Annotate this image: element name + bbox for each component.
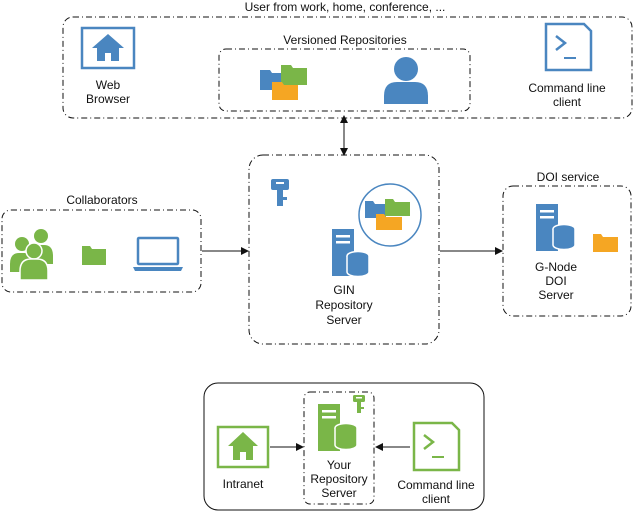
your-server-label-line2: Repository — [310, 472, 367, 486]
your-server-label-line1: Your — [327, 458, 351, 472]
folder-stack-icon — [260, 65, 307, 100]
intranet-label: Intranet — [223, 477, 264, 491]
local-command-line-label-line1: Command line — [397, 478, 475, 492]
doi-service-title: DOI service — [537, 170, 600, 184]
doi-server-label-line2: DOI — [545, 274, 566, 288]
intranet-home-icon — [216, 425, 270, 469]
gin-server-label-line2: Repository — [315, 298, 372, 312]
your-server-database-icon — [318, 404, 358, 451]
collaborators-group: Collaborators — [1, 193, 202, 293]
doi-server-database-icon — [536, 204, 576, 251]
versioned-repositories-box — [218, 48, 471, 112]
gin-server-label-line3: Server — [326, 313, 361, 327]
your-server-box — [303, 391, 375, 505]
gin-server-label-line1: GIN — [333, 283, 354, 297]
key-icon — [271, 179, 289, 206]
doi-server-label-line1: G-Node — [535, 260, 577, 274]
user-avatar-icon — [384, 57, 428, 104]
doi-service-group: DOI service G-Node DOI Server — [502, 170, 632, 317]
doi-server-label-line3: Server — [538, 288, 573, 302]
command-line-label-line2: client — [553, 95, 582, 109]
local-deployment-box — [203, 382, 485, 511]
local-deployment-group: Intranet Your Repository Server Command … — [203, 382, 485, 511]
user-locations-group: User from work, home, conference, ... We… — [62, 0, 633, 119]
your-server-label-line3: Server — [321, 486, 356, 500]
gin-server-box — [248, 154, 440, 345]
local-command-line-label-line2: client — [422, 492, 451, 506]
web-browser-label-line2: Browser — [86, 92, 130, 106]
folder-stack-small-icon — [365, 199, 410, 230]
versioned-repositories-title: Versioned Repositories — [283, 33, 406, 47]
terminal-icon — [544, 22, 593, 72]
user-locations-title: User from work, home, conference, ... — [245, 0, 446, 14]
command-line-label-line1: Command line — [528, 81, 606, 95]
doi-service-box — [502, 185, 632, 317]
collaborators-title: Collaborators — [66, 193, 137, 207]
web-browser-label-line1: Web — [96, 78, 121, 92]
folder-icon — [82, 246, 106, 265]
local-terminal-icon — [412, 421, 461, 472]
users-group-icon — [10, 229, 53, 281]
gin-server-group: GIN Repository Server — [248, 154, 440, 345]
web-browser-icon — [80, 26, 136, 70]
your-server-key-icon — [353, 395, 365, 413]
laptop-icon — [133, 236, 183, 271]
server-database-icon — [332, 229, 370, 278]
doi-folder-icon — [593, 234, 618, 252]
user-locations-box — [62, 16, 633, 119]
